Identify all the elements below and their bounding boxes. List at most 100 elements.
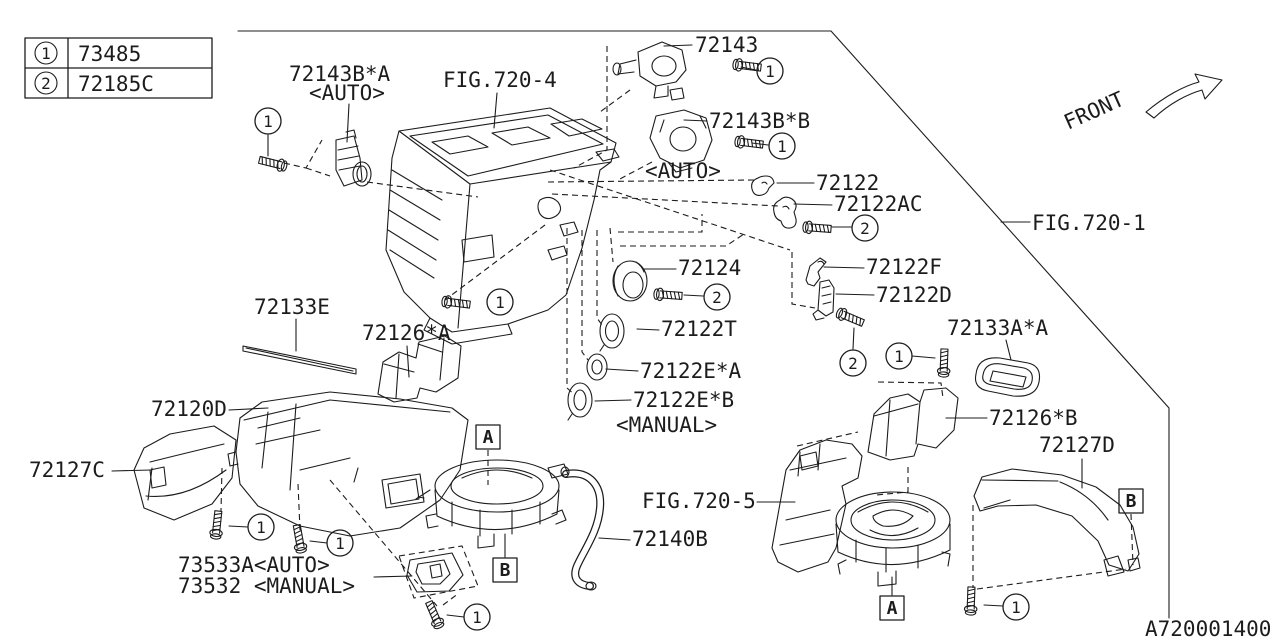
- callout-1-72143: 1: [756, 57, 784, 85]
- label-72133a-a: 72133A*A: [947, 316, 1049, 340]
- label-72120d: 72120D: [151, 397, 227, 421]
- svg-text:B: B: [500, 560, 511, 581]
- callout-circles: 1 1 1 2 2 2 1 1 1 1 1 1: [247, 57, 1030, 631]
- part-lever-72122f: [805, 257, 827, 287]
- part-grommet-72122t: [599, 313, 625, 352]
- svg-text:1: 1: [263, 112, 273, 131]
- callout-1-top-left: 1: [254, 107, 282, 135]
- callout-1-bottom-right: 1: [1002, 593, 1030, 621]
- label-72143: 72143: [695, 33, 758, 57]
- part-clip-72122: [751, 175, 775, 196]
- part-clip-72122ac: [773, 196, 797, 229]
- label-72143b-a: 72143B*A: [289, 62, 391, 86]
- svg-text:B: B: [1126, 491, 1137, 512]
- label-72143b-b-note: <AUTO>: [645, 159, 721, 183]
- label-fig720-4: FIG.720-4: [443, 68, 557, 92]
- screw-icon: [963, 586, 979, 616]
- part-grommet-72122e-a: [586, 353, 608, 381]
- marker-b-right: B: [1118, 488, 1144, 514]
- svg-text:1: 1: [335, 534, 345, 553]
- legend-row-1: 1 73485: [34, 41, 141, 66]
- screw-icon: [208, 509, 226, 541]
- label-72122e-b: 72122E*B: [633, 388, 734, 412]
- screw-icon: [801, 220, 832, 236]
- figure-boundary: [237, 30, 1170, 619]
- part-hose-72140b: [547, 463, 605, 591]
- front-direction-indicator: FRONT: [1060, 73, 1223, 135]
- svg-text:1: 1: [256, 518, 266, 537]
- part-actuator-72143b-a: [335, 129, 372, 187]
- part-lower-case-72120d: [227, 391, 469, 537]
- svg-text:2: 2: [860, 219, 870, 238]
- callout-1-72143b-b: 1: [768, 132, 796, 160]
- legend-row-2: 2 72185C: [34, 71, 154, 96]
- label-72127c: 72127C: [29, 458, 105, 482]
- part-side-cover-72127c: [133, 425, 237, 521]
- part-grommet-72122e-b: [567, 382, 593, 421]
- callout-1-bottom-left-b: 1: [326, 529, 354, 557]
- part-actuator-72143b-b: [649, 109, 713, 173]
- section-markers: A B A B: [475, 424, 1144, 621]
- diagram-id: A720001400: [1145, 617, 1271, 640]
- dashed-guide-lines: [220, 46, 1134, 607]
- screw-icon: [290, 523, 309, 555]
- svg-text:1: 1: [1011, 598, 1021, 617]
- legend-part-2: 72185C: [78, 72, 154, 96]
- label-manual-note: <MANUAL>: [616, 413, 717, 437]
- label-73532: 73532 <MANUAL>: [178, 574, 355, 598]
- label-72127d: 72127D: [1039, 433, 1115, 457]
- marker-a-right: A: [879, 595, 905, 621]
- label-72122d: 72122D: [876, 283, 952, 307]
- label-72143b-a-note: <AUTO>: [309, 81, 385, 105]
- svg-text:A: A: [483, 427, 494, 448]
- svg-text:2: 2: [712, 288, 722, 307]
- part-blower-assembly-fig720-5: [771, 439, 951, 587]
- part-seal-strip-72133e: [242, 345, 357, 375]
- screw-icon: [936, 348, 952, 378]
- callout-1-bottom-left-a: 1: [247, 513, 275, 541]
- marker-b-center: B: [492, 557, 518, 583]
- label-72124: 72124: [678, 256, 741, 280]
- leader-lines: [111, 44, 1083, 618]
- label-fig720-1: FIG.720-1: [1032, 211, 1146, 235]
- screw-icon: [257, 153, 289, 174]
- part-resistor-73533: [406, 552, 464, 593]
- svg-text:1: 1: [495, 293, 505, 312]
- svg-text:1: 1: [472, 608, 482, 627]
- label-73533a: 73533A<AUTO>: [178, 553, 330, 577]
- callout-2-72122d: 2: [839, 349, 867, 377]
- label-72140b: 72140B: [632, 527, 708, 551]
- screw-icon: [422, 599, 447, 631]
- callout-1-bottom-center: 1: [463, 603, 491, 631]
- part-disc-72124: [612, 260, 648, 302]
- legend-part-1: 73485: [78, 42, 141, 66]
- legend-num-2: 2: [41, 74, 51, 93]
- marker-a-center: A: [475, 424, 501, 450]
- label-72143b-b: 72143B*B: [709, 109, 810, 133]
- part-duct-72126-a: [377, 335, 462, 403]
- screw-icon: [733, 134, 765, 152]
- legend-callout-2: [34, 71, 58, 95]
- screw-icon: [834, 305, 866, 330]
- label-72122f: 72122F: [866, 255, 942, 279]
- label-72122ac: 72122AC: [834, 192, 923, 216]
- callout-2-72122ac: 2: [851, 214, 879, 242]
- part-heater-unit-fig720-4: [385, 107, 620, 345]
- legend-table: 1 73485 2 72185C: [24, 37, 213, 99]
- svg-text:A: A: [887, 598, 898, 619]
- screw-icon: [652, 287, 683, 303]
- legend-num-1: 1: [41, 44, 51, 63]
- front-arrow-icon: [1145, 73, 1223, 119]
- part-labels: 72143B*A <AUTO> FIG.720-4 72143 72143B*B…: [29, 33, 1271, 640]
- part-duct-72126-b: [867, 387, 959, 461]
- part-actuator-72143: [612, 41, 687, 101]
- part-blower-opening-ring: [425, 459, 567, 549]
- screws: [208, 57, 979, 631]
- label-72122: 72122: [816, 171, 879, 195]
- label-72126-a: 72126*A: [362, 321, 451, 345]
- label-72122t: 72122T: [661, 317, 737, 341]
- label-72122e-a: 72122E*A: [640, 359, 742, 383]
- part-bracket-72122d: [812, 279, 835, 321]
- svg-text:2: 2: [848, 354, 858, 373]
